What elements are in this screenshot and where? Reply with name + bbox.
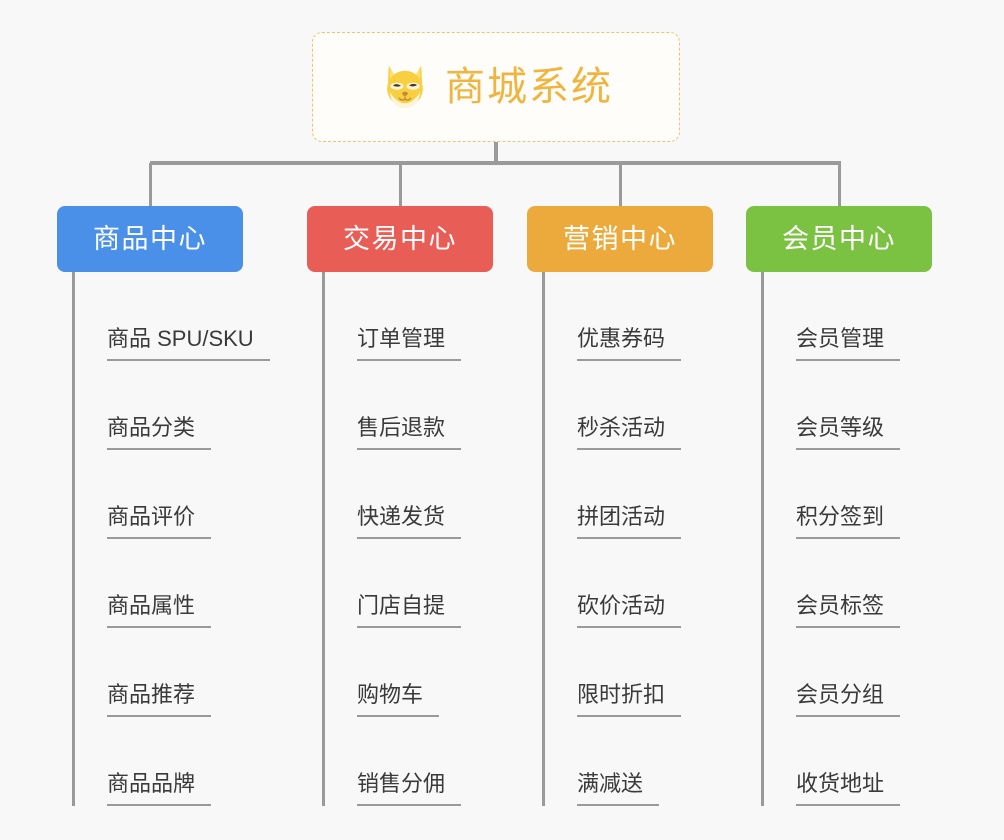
leaf-item[interactable]: 会员管理: [764, 272, 901, 361]
leaf-label: 砍价活动: [577, 595, 682, 628]
leaf-label: 会员标签: [796, 595, 901, 628]
leaf-label: 商品 SPU/SKU: [107, 328, 270, 361]
leaf-item[interactable]: 门店自提: [325, 539, 462, 628]
branch-label: 商品中心: [93, 223, 207, 254]
leaf-item[interactable]: 秒杀活动: [545, 361, 682, 450]
connector-drop-4: [838, 163, 841, 206]
leaf-item[interactable]: 商品评价: [75, 450, 270, 539]
leaf-item[interactable]: 商品品牌: [75, 717, 270, 806]
leaf-label: 订单管理: [357, 328, 462, 361]
leaf-item[interactable]: 商品 SPU/SKU: [75, 272, 270, 361]
branch-header-3[interactable]: 会员中心: [746, 206, 932, 272]
leaf-label: 商品品牌: [107, 773, 212, 806]
branch-label: 交易中心: [343, 223, 457, 254]
connector-drop-2: [399, 163, 402, 206]
branch-items-1: 订单管理 售后退款 快递发货 门店自提 购物车 销售分佣: [322, 272, 462, 806]
leaf-item[interactable]: 拼团活动: [545, 450, 682, 539]
branch-items-3: 会员管理 会员等级 积分签到 会员标签 会员分组 收货地址: [761, 272, 901, 806]
leaf-item[interactable]: 优惠券码: [545, 272, 682, 361]
leaf-label: 拼团活动: [577, 506, 682, 539]
branch-header-2[interactable]: 营销中心: [527, 206, 713, 272]
leaf-item[interactable]: 会员等级: [764, 361, 901, 450]
leaf-label: 快递发货: [357, 506, 462, 539]
branch-label: 会员中心: [782, 223, 896, 254]
branch-label: 营销中心: [563, 223, 677, 254]
leaf-item[interactable]: 会员分组: [764, 628, 901, 717]
connector-root-stem: [494, 142, 498, 164]
leaf-label: 会员等级: [796, 417, 901, 450]
leaf-label: 会员分组: [796, 684, 901, 717]
connector-horizontal-bus: [150, 161, 841, 165]
leaf-item[interactable]: 售后退款: [325, 361, 462, 450]
leaf-item[interactable]: 商品属性: [75, 539, 270, 628]
leaf-item[interactable]: 购物车: [325, 628, 461, 717]
leaf-item[interactable]: 商品推荐: [75, 628, 270, 717]
leaf-label: 积分签到: [796, 506, 901, 539]
root-node[interactable]: 商城系统: [312, 32, 680, 142]
leaf-label: 商品推荐: [107, 684, 212, 717]
connector-drop-1: [149, 163, 152, 206]
leaf-item[interactable]: 商品分类: [75, 361, 270, 450]
leaf-label: 商品评价: [107, 506, 212, 539]
leaf-label: 销售分佣: [357, 773, 462, 806]
leaf-item[interactable]: 订单管理: [325, 272, 462, 361]
leaf-item[interactable]: 砍价活动: [545, 539, 682, 628]
branch-header-0[interactable]: 商品中心: [57, 206, 243, 272]
leaf-item[interactable]: 积分签到: [764, 450, 901, 539]
leaf-label: 商品属性: [107, 595, 212, 628]
branch-items-0: 商品 SPU/SKU 商品分类 商品评价 商品属性 商品推荐 商品品牌: [72, 272, 270, 806]
branch-header-1[interactable]: 交易中心: [307, 206, 493, 272]
leaf-item[interactable]: 会员标签: [764, 539, 901, 628]
leaf-item[interactable]: 限时折扣: [545, 628, 682, 717]
leaf-label: 秒杀活动: [577, 417, 682, 450]
leaf-label: 会员管理: [796, 328, 901, 361]
connector-drop-3: [619, 163, 622, 206]
leaf-label: 售后退款: [357, 417, 462, 450]
leaf-item[interactable]: 满减送: [545, 717, 681, 806]
leaf-item[interactable]: 快递发货: [325, 450, 462, 539]
root-title: 商城系统: [445, 65, 613, 109]
leaf-label: 门店自提: [357, 595, 462, 628]
leaf-label: 商品分类: [107, 417, 212, 450]
leaf-item[interactable]: 销售分佣: [325, 717, 462, 806]
branch-items-2: 优惠券码 秒杀活动 拼团活动 砍价活动 限时折扣 满减送: [542, 272, 682, 806]
shiba-dog-face-icon: [387, 65, 423, 109]
leaf-label: 满减送: [577, 773, 660, 806]
leaf-item[interactable]: 收货地址: [764, 717, 901, 806]
leaf-label: 优惠券码: [577, 328, 682, 361]
leaf-label: 购物车: [357, 684, 440, 717]
leaf-label: 限时折扣: [577, 684, 682, 717]
leaf-label: 收货地址: [796, 773, 901, 806]
